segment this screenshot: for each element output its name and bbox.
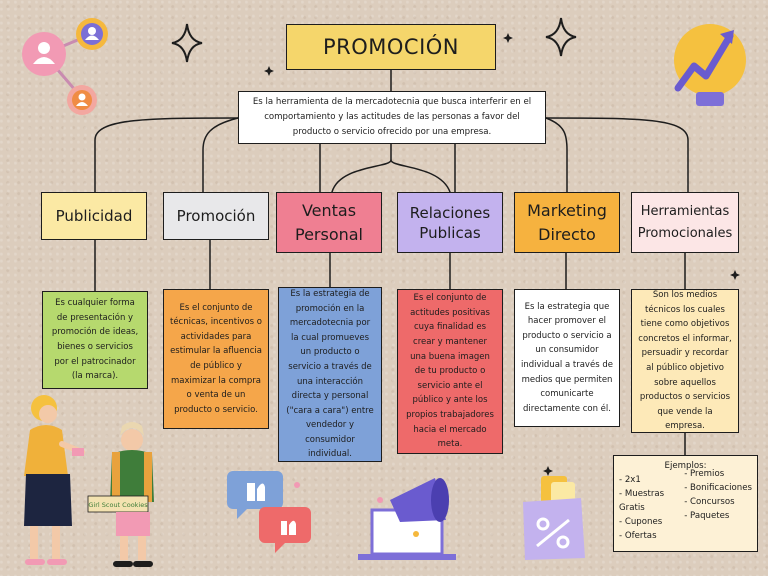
description-ventas-personal: Es la estrategia de promoción en la merc… xyxy=(278,287,382,462)
category-herramientas-promocionales: Herramientas Promocionales xyxy=(631,192,739,253)
description-marketing-directo: Es la estrategia que hacer promover el p… xyxy=(514,289,620,427)
example-item: - Cupones xyxy=(619,517,663,527)
star-dot-icon xyxy=(730,270,740,280)
discount-bag-icon xyxy=(523,476,585,560)
megaphone-laptop-icon xyxy=(358,478,456,560)
category-label: Publicidad xyxy=(55,207,133,225)
category-publicidad: Publicidad xyxy=(41,192,147,240)
example-item: - Paquetes xyxy=(684,511,730,521)
example-item: - Bonificaciones xyxy=(684,483,752,493)
description-publicidad: Es cualquier forma de presentación y pro… xyxy=(42,291,148,389)
girl-scouts-illustration: Girl Scout Cookies xyxy=(24,395,154,567)
lightbulb-growth-icon xyxy=(674,24,746,106)
star-dot-icon xyxy=(264,66,274,76)
description-promocion: Es el conjunto de técnicas, incentivos o… xyxy=(163,289,269,429)
description-text: Es el conjunto de actitudes positivas cu… xyxy=(406,293,494,450)
network-people-icon xyxy=(22,18,108,115)
star-dot-icon xyxy=(543,466,553,476)
example-item: - Ofertas xyxy=(619,531,657,541)
description-text: Es la estrategia que hacer promover el p… xyxy=(521,301,613,414)
category-promocion: Promoción xyxy=(163,192,269,240)
sparkle-icon xyxy=(545,17,577,57)
cookie-sign-text: Girl Scout Cookies xyxy=(88,501,148,509)
example-item: - Premios xyxy=(684,469,725,479)
examples-right-list: - Premios - Bonificaciones - Concursos -… xyxy=(684,467,752,543)
definition-text: Es la herramienta de la mercadotecnia qu… xyxy=(252,97,532,137)
description-relaciones-publicas: Es el conjunto de actitudes positivas cu… xyxy=(397,289,503,454)
category-label: Marketing Directo xyxy=(527,200,607,244)
description-herramientas-promocionales: Son los medios técnicos los cuales tiene… xyxy=(631,289,739,433)
category-label: Ventas Personal xyxy=(294,200,363,244)
like-chat-bubbles-icon xyxy=(227,471,311,553)
examples-left-list: - 2x1 - Muestras Gratis - Cupones - Ofer… xyxy=(619,473,684,543)
category-ventas-personal: Ventas Personal xyxy=(276,192,382,253)
star-dot-icon xyxy=(503,33,513,43)
description-text: Es el conjunto de técnicas, incentivos o… xyxy=(170,302,262,415)
examples-title: Ejemplos: xyxy=(664,461,707,471)
examples-box: Ejemplos: - 2x1 - Muestras Gratis - Cupo… xyxy=(613,455,758,552)
category-label: Promoción xyxy=(176,207,256,225)
category-label: Herramientas Promocionales xyxy=(637,203,733,241)
sparkle-icon xyxy=(171,23,203,63)
example-item: - Muestras xyxy=(619,489,665,499)
description-text: Es cualquier forma de presentación y pro… xyxy=(51,298,139,382)
category-label: Relaciones Publicas xyxy=(409,203,491,242)
example-item: Gratis xyxy=(619,503,645,513)
description-text: Son los medios técnicos los cuales tiene… xyxy=(638,290,732,432)
example-item: - 2x1 xyxy=(619,475,641,485)
definition-box: Es la herramienta de la mercadotecnia qu… xyxy=(238,91,546,144)
category-marketing-directo: Marketing Directo xyxy=(514,192,620,253)
description-text: Es la estrategia de promoción en la merc… xyxy=(286,288,374,460)
diagram-title: PROMOCIÓN xyxy=(286,24,496,70)
example-item: - Concursos xyxy=(684,497,735,507)
category-relaciones-publicas: Relaciones Publicas xyxy=(397,192,503,253)
